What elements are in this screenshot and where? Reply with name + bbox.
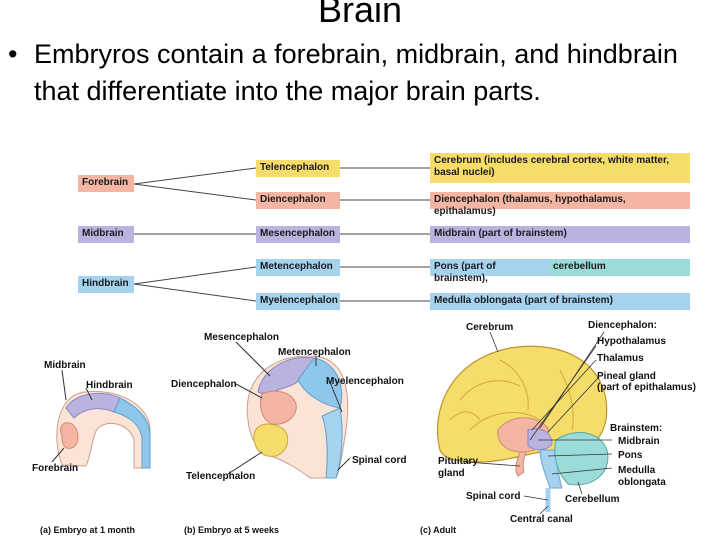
box-mesencephalon: Mesencephalon	[256, 226, 340, 243]
label-b-telencephalon: Telencephalon	[186, 471, 256, 482]
box-forebrain: Forebrain	[78, 175, 134, 192]
embryo-5-weeks	[227, 341, 351, 479]
slide-title: Brain	[317, 0, 403, 30]
label-c-cerebrum: Cerebrum	[466, 322, 514, 333]
box-adult-diencephalon: Diencephalon (thalamus, hypothalamus, ep…	[430, 192, 690, 217]
label-c-cerebellum: Cerebellum	[565, 494, 620, 505]
label-c-thalamus: Thalamus	[597, 353, 644, 364]
box-midbrain: Midbrain	[78, 226, 134, 243]
box-hindbrain: Hindbrain	[78, 276, 134, 293]
label-c-pituitary: Pituitary	[438, 456, 479, 467]
box-telencephalon: Telencephalon	[256, 160, 340, 177]
label-a-midbrain: Midbrain	[44, 360, 86, 371]
caption-a: (a) Embryo at 1 month	[40, 525, 136, 535]
label-c-spinal-cord: Spinal cord	[466, 491, 521, 502]
label-c-epithalamus: (part of epithalamus)	[597, 382, 696, 393]
box-cerebrum: Cerebrum (includes cerebral cortex, whit…	[430, 153, 690, 183]
label-c-pons: Pons	[618, 450, 643, 461]
box-adult-midbrain: Midbrain (part of brainstem)	[430, 226, 690, 243]
label-c-pineal-gland: Pineal gland	[597, 371, 656, 382]
label-c-midbrain: Midbrain	[618, 436, 660, 447]
caption-b: (b) Embryo at 5 weeks	[184, 525, 280, 535]
box-cerebellum: cerebellum	[549, 259, 690, 276]
label-b-mesencephalon: Mesencephalon	[204, 332, 280, 343]
adult-brain	[436, 331, 613, 515]
label-a-hindbrain: Hindbrain	[86, 380, 133, 391]
box-pons: Pons (part of brainstem),	[430, 259, 549, 284]
bullet-marker: •	[8, 39, 18, 69]
label-c-brainstem: Brainstem:	[610, 423, 663, 434]
label-b-metencephalon: Metencephalon	[278, 347, 351, 358]
box-diencephalon: Diencephalon	[256, 192, 340, 209]
label-b-myelencephalon: Myelencephalon	[326, 376, 404, 387]
box-metencephalon: Metencephalon	[256, 259, 340, 276]
caption-c: (c) Adult	[420, 525, 457, 535]
label-b-diencephalon: Diencephalon	[171, 379, 237, 390]
box-medulla: Medulla oblongata (part of brainstem)	[430, 293, 690, 310]
embryo-1-month	[51, 369, 151, 469]
label-c-oblongata: oblongata	[618, 477, 666, 488]
bullet-text: Embryros contain a forebrain, midbrain, …	[34, 39, 678, 106]
box-myelencephalon: Myelencephalon	[256, 293, 340, 310]
label-c-medulla: Medulla	[618, 465, 656, 476]
label-a-forebrain: Forebrain	[32, 463, 79, 474]
label-c-hypothalamus: Hypothalamus	[597, 336, 666, 347]
label-c-central-canal: Central canal	[510, 514, 573, 525]
label-c-gland: gland	[438, 468, 465, 479]
label-c-diencephalon: Diencephalon:	[588, 320, 657, 331]
label-b-spinal-cord: Spinal cord	[352, 455, 407, 466]
